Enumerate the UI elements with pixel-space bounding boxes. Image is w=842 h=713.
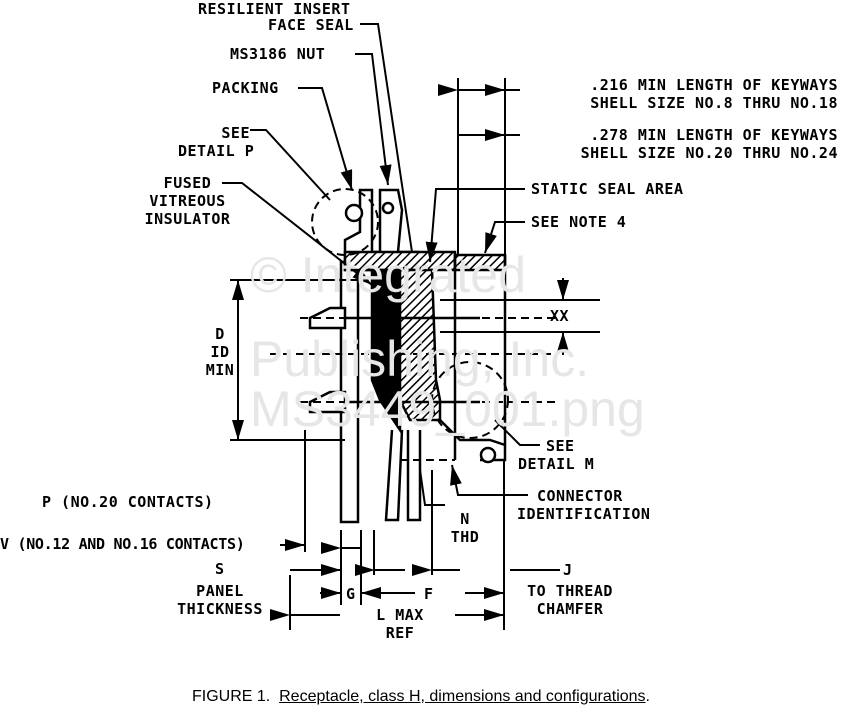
see: SEE — [546, 437, 575, 455]
n: N — [460, 510, 470, 528]
vitreous: VITREOUS — [149, 192, 226, 210]
label-s: S — [215, 560, 225, 578]
label-f: F — [424, 585, 434, 603]
keyway-216-line2: SHELL SIZE NO.8 THRU NO.18 — [590, 94, 838, 112]
label-xx: XX — [550, 307, 570, 325]
connector: CONNECTOR — [537, 487, 623, 505]
caption-period: . — [645, 688, 650, 705]
label-face-seal: FACE SEAL — [268, 16, 354, 34]
label-resilient-insert: RESILIENT INSERT — [198, 0, 351, 18]
figure-title: Receptacle, class H, dimensions and conf… — [279, 688, 646, 705]
l-max: L MAX — [376, 606, 424, 624]
label-packing: PACKING — [212, 79, 279, 97]
label-j: J — [563, 561, 573, 579]
min: MIN — [205, 361, 235, 379]
watermark-line-2: Publishing, Inc. — [250, 331, 590, 387]
chamfer: CHAMFER — [536, 600, 604, 618]
detail-p: DETAIL P — [178, 142, 255, 160]
thickness: THICKNESS — [177, 600, 263, 618]
label-ms3186-nut: MS3186 NUT — [230, 45, 326, 63]
label-v-contacts: V (NO.12 AND NO.16 CONTACTS) — [0, 535, 245, 553]
keyway-278-line1: .278 MIN LENGTH OF KEYWAYS — [590, 126, 838, 144]
keyway-278-line2: SHELL SIZE NO.20 THRU NO.24 — [580, 144, 838, 162]
keyway-216-line1: .216 MIN LENGTH OF KEYWAYS — [590, 76, 838, 94]
label-static-seal-area: STATIC SEAL AREA — [531, 180, 684, 198]
detail-m: DETAIL M — [518, 455, 595, 473]
fused: FUSED — [163, 174, 212, 192]
thd: THD — [450, 528, 480, 546]
see: SEE — [221, 124, 250, 142]
ref: REF — [385, 624, 415, 642]
label-see-note-4: SEE NOTE 4 — [531, 213, 627, 231]
to-thread: TO THREAD — [527, 582, 613, 600]
watermark-line-1: © Integrated — [250, 247, 526, 303]
figure-caption: FIGURE 1. Receptacle, class H, dimension… — [0, 688, 842, 706]
watermark-line-3: MS3449_001.png — [250, 381, 645, 437]
figure-number: FIGURE 1. — [192, 688, 271, 705]
insulator: INSULATOR — [144, 210, 231, 228]
id: ID — [210, 343, 230, 361]
d: D — [215, 325, 225, 343]
panel: PANEL — [196, 582, 244, 600]
label-g: G — [346, 585, 356, 603]
identification: IDENTIFICATION — [517, 505, 651, 523]
label-p-contacts: P (NO.20 CONTACTS) — [42, 493, 214, 511]
